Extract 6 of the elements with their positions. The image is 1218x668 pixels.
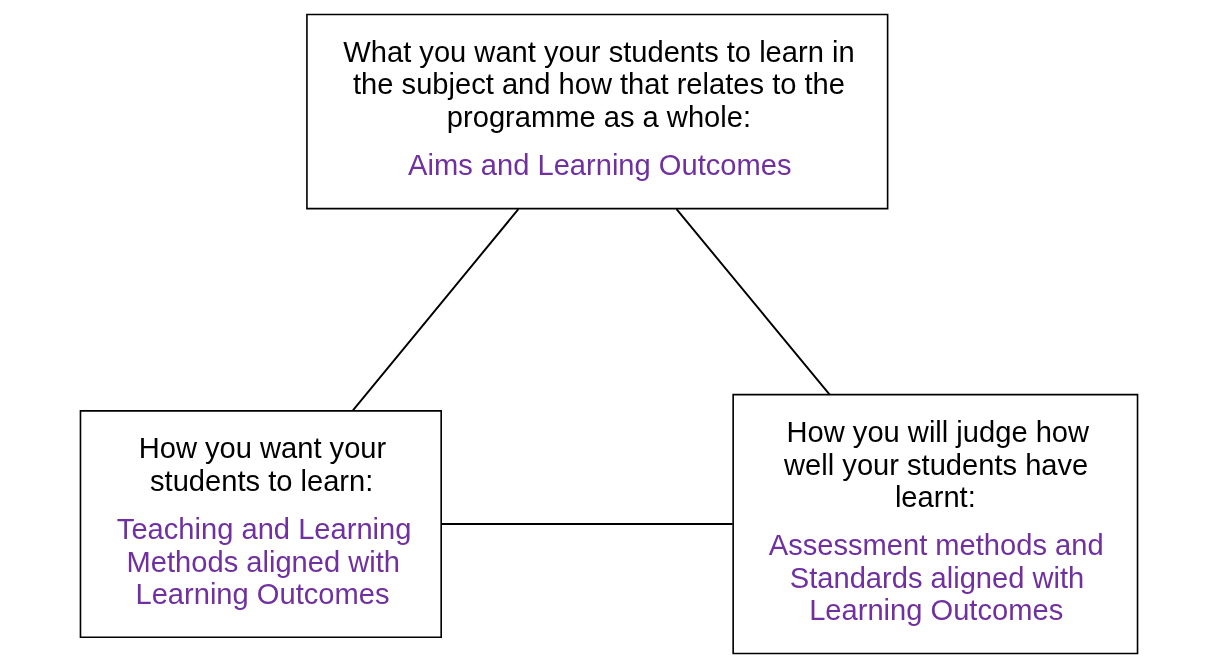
connector	[440, 523, 734, 526]
node-box: What you want your students to learn in the subject and how that relates to the programme as a whole: Aims and Learning Outcomes	[306, 13, 889, 210]
node-box: How you want your students to learn: Teaching and Learning Methods aligned with Learning Outcomes	[79, 410, 442, 639]
connector	[675, 208, 831, 396]
connector	[351, 208, 520, 412]
node-box: How you will judge how well your students have learnt: Assessment methods and Standards aligned with Learning Outcomes	[732, 393, 1139, 655]
